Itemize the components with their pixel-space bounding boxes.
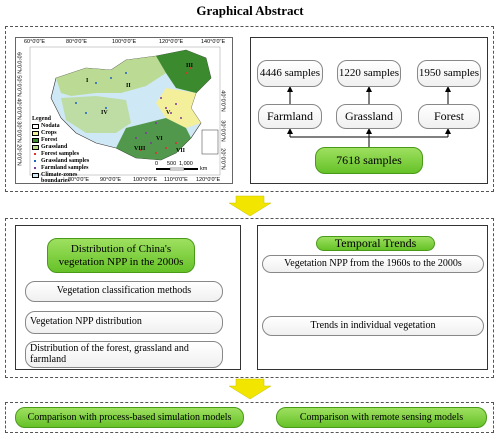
middle-section — [5, 218, 494, 378]
farmland-sample-dot — [34, 167, 36, 169]
legend-item: Climate-zones boundaries — [41, 172, 78, 184]
legend-item: Grassland samples — [41, 158, 90, 164]
top-section — [5, 26, 494, 192]
legend-swatch-climate — [32, 173, 39, 178]
grassland-count-box: 1220 samples — [337, 60, 401, 87]
map-tick-bottom: 110°0'0"E — [164, 177, 188, 183]
individual-trends-box: Trends in individual vegetation — [262, 316, 484, 336]
forest-count-box: 1950 samples — [417, 60, 481, 87]
zone-label: VIII — [134, 146, 146, 152]
grassland-box: Grassland — [336, 104, 402, 129]
map-tick-top: 60°0'0"E — [24, 39, 46, 45]
legend-swatch-nodata — [32, 124, 39, 129]
map-tick-bottom: 80°0'0"E — [68, 177, 90, 183]
grassland-sample-dot — [34, 160, 36, 162]
page-title: Graphical Abstract — [196, 3, 304, 18]
map-tick-top: 120°0'0"E — [159, 39, 184, 45]
classification-methods-box: Vegetation classification methods — [25, 281, 223, 302]
temporal-trends-header: Temporal Trends — [316, 236, 435, 251]
remote-sensing-box: Comparison with remote sensing models — [276, 407, 487, 428]
npp-1960s-2000s-box: Vegetation NPP from the 1960s to the 200… — [262, 255, 484, 273]
map-tick-top: 140°0'0"E — [201, 39, 226, 45]
bottom-section — [5, 402, 494, 433]
farmland-box: Farmland — [258, 104, 322, 129]
legend-swatch-crops — [32, 131, 39, 136]
scale-label: 1,000 — [179, 161, 193, 167]
forest-sample-dot — [34, 153, 36, 155]
legend-item: Grassland — [41, 144, 68, 150]
zone-label: VI — [156, 136, 163, 142]
map-tick-bottom: 100°0'0"E — [133, 177, 158, 183]
legend-title: Legend — [32, 116, 52, 122]
map-tick-bottom: 90°0'0"E — [100, 177, 122, 183]
zone-label: I — [86, 78, 89, 84]
legend-item: Nodata — [41, 123, 60, 129]
china-map: 60°0'0"E 80°0'0"E 100°0'0"E 120°0'0"E 14… — [15, 37, 233, 184]
map-tick-bottom: 120°0'0"E — [196, 177, 221, 183]
legend-swatch-grassland — [32, 145, 39, 150]
yellow-arrow — [228, 195, 272, 217]
zone-label: V — [166, 110, 171, 116]
farmland-count-box: 4446 samples — [257, 60, 323, 87]
zone-label: VII — [176, 148, 186, 154]
forest-grassland-farmland-box: Distribution of the forest, grassland an… — [25, 341, 223, 368]
zone-label: IV — [101, 110, 108, 116]
legend-item: Farmland samples — [41, 165, 89, 171]
legend-item: Forest samples — [41, 151, 80, 157]
zone-label: II — [126, 83, 131, 89]
forest-box: Forest — [418, 104, 480, 129]
legend-swatch-forest — [32, 138, 39, 143]
zone-label: III — [186, 63, 194, 69]
process-models-box: Comparison with process-based simulation… — [15, 407, 244, 428]
scale-label: 500 — [167, 161, 177, 167]
map-legend: Legend Nodata Crops Forest Grassland For… — [32, 116, 104, 183]
map-tick-top: 100°0'0"E — [112, 39, 137, 45]
distribution-header: Distribution of China's vegetation NPP i… — [47, 238, 195, 273]
legend-item: Forest — [41, 137, 58, 143]
npp-distribution-box: Vegetation NPP distribution — [25, 311, 223, 334]
scale-label: 0 — [155, 161, 159, 167]
total-samples-box: 7618 samples — [315, 147, 423, 174]
legend-item: Crops — [41, 130, 57, 136]
map-graphic — [16, 38, 232, 183]
map-tick-top: 80°0'0"E — [66, 39, 88, 45]
yellow-arrow — [228, 378, 272, 400]
scale-label: km — [200, 166, 208, 172]
